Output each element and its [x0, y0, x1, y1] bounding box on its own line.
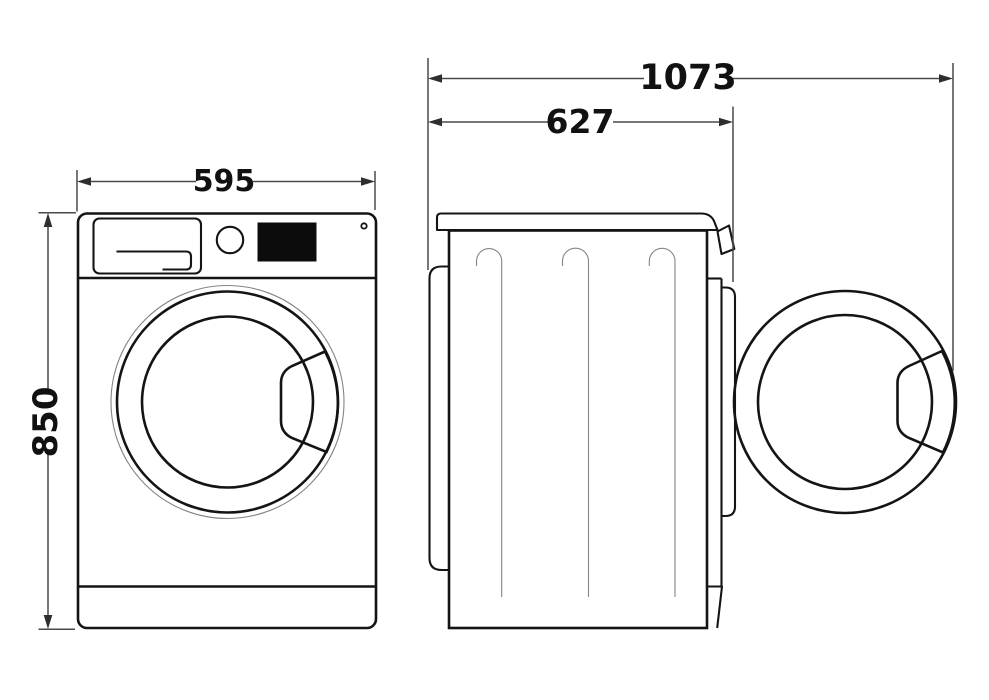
arrow-left-icon [428, 74, 442, 83]
door-glass [140, 315, 315, 489]
dim-front-height: 850 [26, 213, 66, 629]
arrow-left-icon [428, 117, 442, 127]
power-led [360, 222, 368, 230]
side-cabinet-outline [447, 229, 709, 630]
open-door-handle [896, 349, 957, 455]
door-outer-ring [115, 290, 340, 514]
open-door-outer-ring [732, 289, 958, 515]
door-rim-outer [110, 284, 345, 520]
open-door [732, 289, 958, 515]
arrow-right-icon [939, 74, 953, 83]
detergent-drawer [92, 217, 203, 275]
dim-front-height-label: 850 [26, 387, 66, 458]
arrow-up-icon [43, 213, 53, 227]
front-door [110, 284, 345, 520]
open-door-glass [756, 313, 934, 491]
detergent-drawer-handle [116, 250, 193, 271]
dim-front-width: 595 [77, 164, 375, 199]
door-hinge-bezel [721, 286, 737, 518]
panel-groove [648, 247, 676, 597]
panel-groove [475, 248, 503, 597]
dim-side-depth-door-open-label: 1073 [639, 58, 736, 98]
dim-side-depth-door-open: 1073 [428, 58, 953, 98]
program-knob [215, 225, 245, 255]
dim-side-depth-label: 627 [546, 102, 615, 141]
arrow-left-icon [77, 177, 91, 186]
arrow-down-icon [43, 615, 53, 629]
control-panel-edge [716, 224, 736, 256]
front-door-handle [279, 349, 340, 454]
front-cabinet-outline [76, 212, 378, 630]
rear-panel-bulge [428, 265, 449, 572]
dim-front-width-label: 595 [193, 164, 256, 199]
arrow-right-icon [361, 177, 375, 186]
dim-side-depth: 627 [428, 102, 733, 141]
front-view [76, 212, 378, 630]
dimension-annotations: 595 850 627 1073 [26, 58, 954, 631]
arrow-right-icon [719, 117, 733, 127]
front-foot [707, 585, 724, 629]
side-view [428, 212, 958, 630]
top-lid [435, 212, 719, 232]
display-panel [257, 222, 317, 262]
panel-groove [561, 247, 590, 597]
